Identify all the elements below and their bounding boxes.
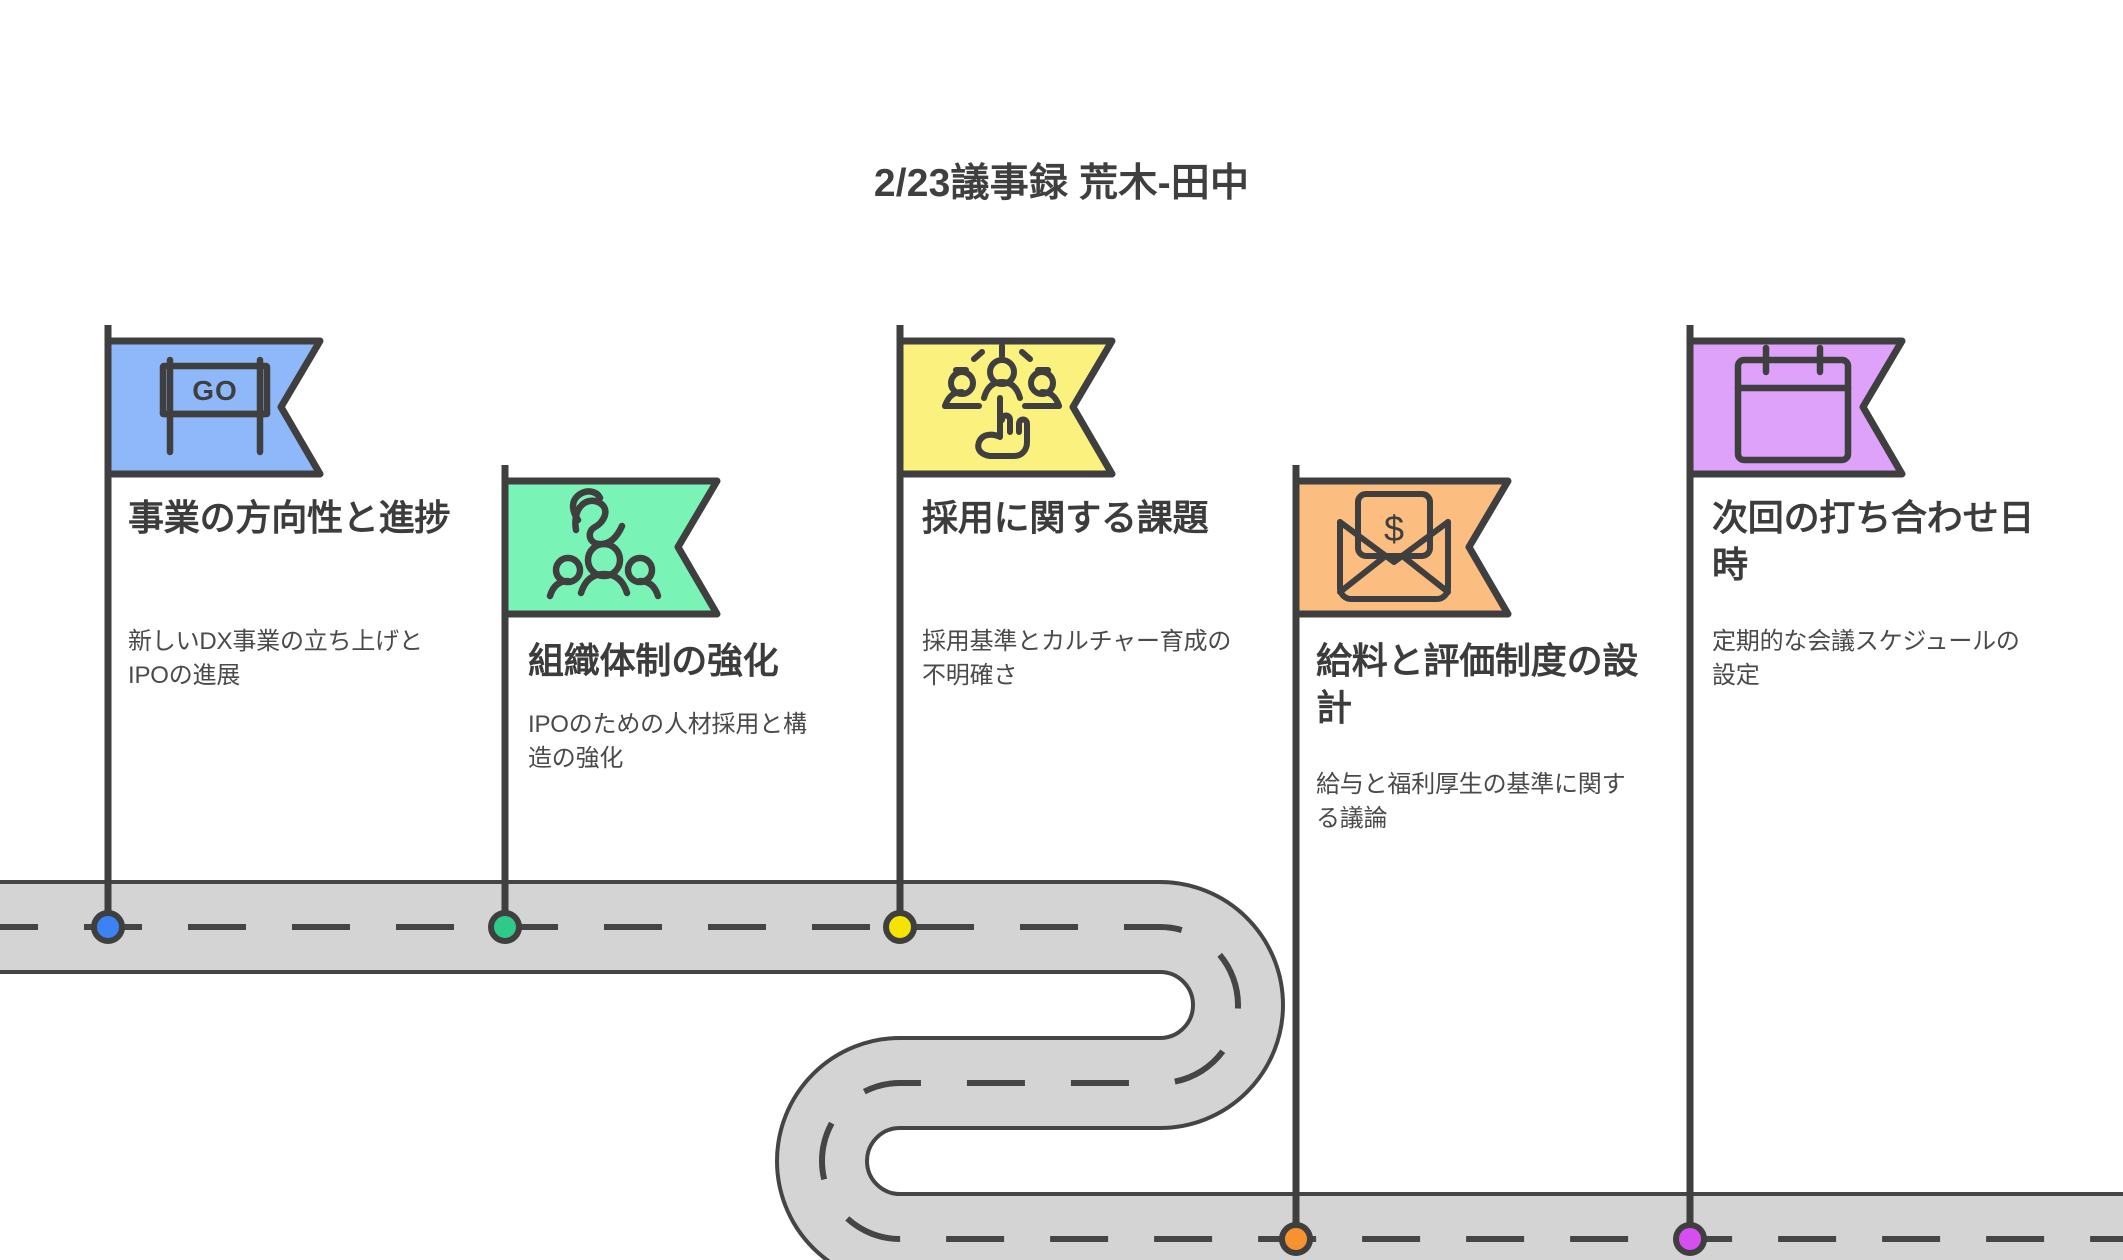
flag-m3[interactable]	[896, 337, 1116, 478]
milestone-title-m3: 採用に関する課題	[922, 497, 1209, 538]
dot-m4[interactable]	[1279, 1222, 1313, 1256]
dot-m1[interactable]	[91, 910, 125, 944]
dot-m3[interactable]	[883, 910, 917, 944]
page-title: 2/23議事録 荒木-田中	[873, 162, 1250, 205]
candidate-selection-icon	[942, 343, 1062, 459]
flag-m1[interactable]: GO	[104, 337, 324, 478]
milestone-description-m1: 新しいDX事業の立ち上げとIPOの進展	[128, 628, 423, 690]
milestone-description-m4: 給与と福利厚生の基準に関する議論	[1316, 771, 1626, 833]
flag-m5[interactable]	[1686, 337, 1906, 478]
team-growth-icon	[546, 488, 662, 600]
milestone-title-m5: 次回の打ち合わせ日時	[1712, 497, 2035, 585]
milestone-description-m2: IPOのための人材採用と構造の強化	[528, 711, 807, 773]
flag-banner-m4	[1292, 477, 1512, 618]
road	[0, 927, 2123, 1239]
flag-m4[interactable]: $	[1292, 477, 1512, 618]
dot-m5[interactable]	[1673, 1222, 1707, 1256]
milestone-description-m3: 採用基準とカルチャー育成の不明確さ	[922, 628, 1232, 690]
salary-envelope-icon	[1337, 491, 1451, 602]
dot-m2[interactable]	[488, 910, 522, 944]
flag-banner-m1	[104, 337, 324, 478]
milestone-title-m4: 給料と評価制度の設計	[1316, 640, 1639, 728]
milestone-dots	[91, 910, 1707, 1256]
milestone-description-m5: 定期的な会議スケジュールの設定	[1712, 628, 2020, 690]
go-icon-label: GO	[192, 375, 238, 406]
milestone-title-m2: 組織体制の強化	[528, 640, 779, 681]
calendar-icon	[1734, 344, 1852, 464]
go-signboard-icon	[159, 356, 271, 456]
milestone-title-m1: 事業の方向性と進捗	[128, 497, 451, 538]
flag-m2[interactable]	[501, 477, 721, 618]
salary-icon-label: $	[1384, 508, 1404, 549]
